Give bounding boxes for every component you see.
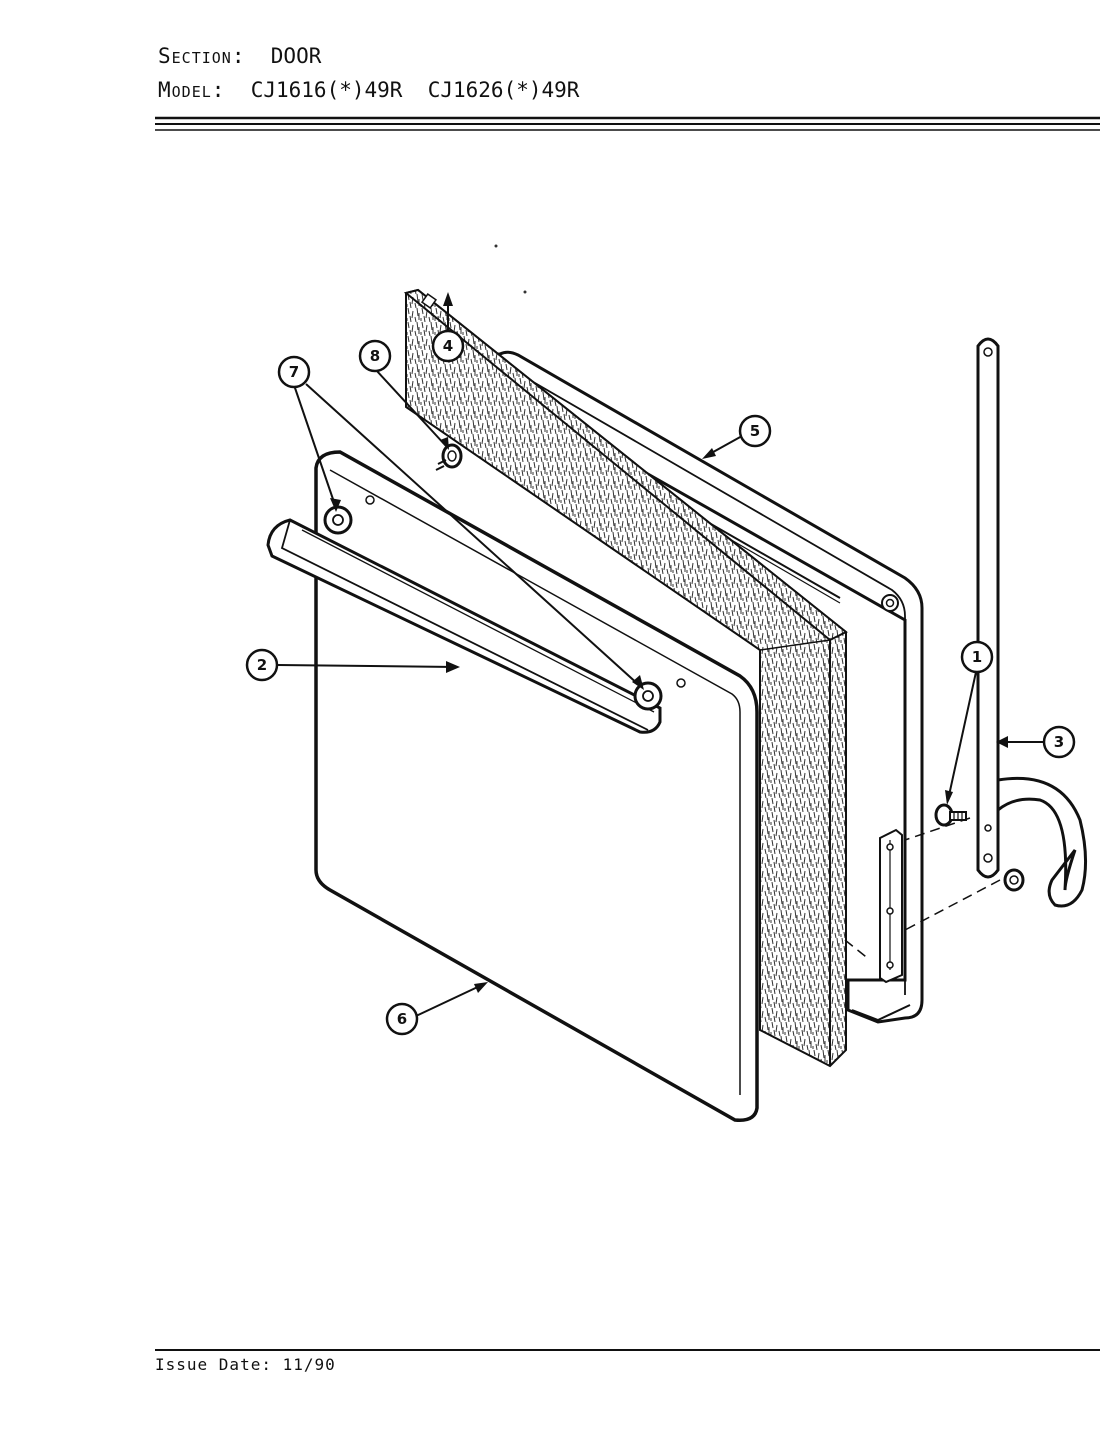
- leader-lines: [277, 296, 1043, 1017]
- callout-7: 7: [277, 355, 311, 389]
- part-8-stud: [435, 443, 463, 471]
- model-heading: Model: CJ1616(*)49R CJ1626(*)49R: [158, 78, 579, 102]
- issue-date: Issue Date: 11/90: [155, 1355, 336, 1374]
- callout-2: 2: [245, 648, 279, 682]
- issue-date-label: Issue Date:: [155, 1355, 272, 1374]
- model-value: CJ1616(*)49R CJ1626(*)49R: [250, 78, 580, 102]
- issue-date-value: 11/90: [282, 1355, 336, 1374]
- header-rules: [155, 116, 1100, 131]
- callout-3: 3: [1042, 725, 1076, 759]
- section-label: Section:: [158, 44, 246, 68]
- part-1-screw: [934, 803, 967, 827]
- callout-1: 1: [960, 640, 994, 674]
- part-4-insulation: [403, 288, 848, 1068]
- scan-specks: [494, 244, 527, 294]
- callout-4-label: 4: [443, 337, 453, 355]
- leader-arrowheads: [330, 292, 1008, 993]
- callout-2-label: 2: [257, 656, 267, 674]
- liner-hinge-bracket: [879, 828, 903, 984]
- section-heading: Section: DOOR: [158, 44, 321, 68]
- section-value: DOOR: [270, 44, 322, 68]
- callout-1-label: 1: [972, 648, 982, 666]
- model-label: Model:: [158, 78, 226, 102]
- callout-7-label: 7: [289, 363, 299, 381]
- part-2-handle: [266, 518, 662, 734]
- callout-6: 6: [385, 1002, 419, 1036]
- part-3-hinge: [976, 337, 1088, 908]
- callout-5-label: 5: [750, 422, 760, 440]
- callout-8-label: 8: [370, 347, 380, 365]
- callout-5: 5: [738, 414, 772, 448]
- callout-6-label: 6: [397, 1010, 407, 1028]
- callout-4: 4: [431, 329, 465, 363]
- part-7-spacers: [323, 505, 663, 711]
- assembly-dashed-lines: [844, 817, 1001, 961]
- callout-3-label: 3: [1054, 733, 1064, 751]
- callout-8: 8: [358, 339, 392, 373]
